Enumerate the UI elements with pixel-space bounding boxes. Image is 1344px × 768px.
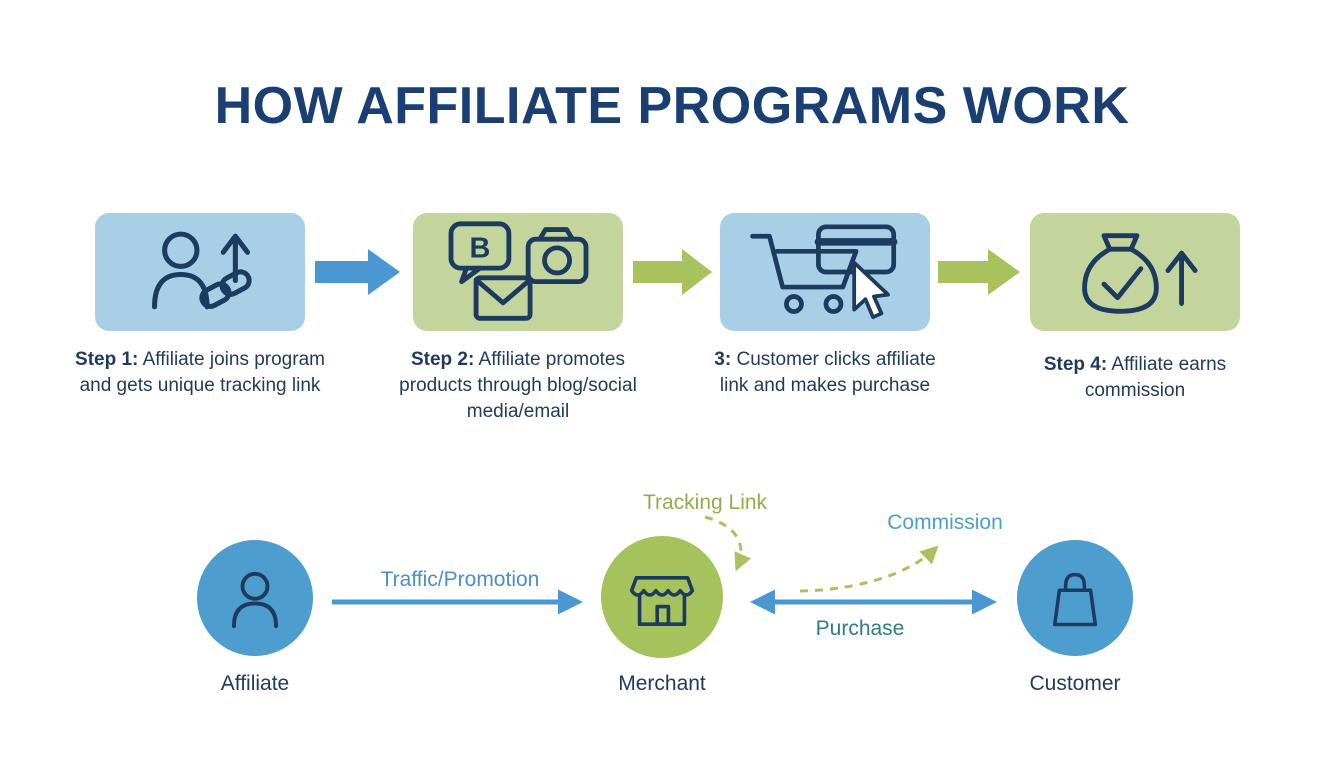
step-4-caption-text: Affiliate earns commission: [1084, 354, 1227, 402]
shopping-bag-icon: [1052, 572, 1098, 627]
step-arrow-1: [315, 249, 400, 295]
cart-click-purchase-icon: [750, 224, 898, 320]
page-title: HOW AFFILIATE PROGRAMS WORK: [214, 77, 1130, 135]
step-2-caption-text: Affiliate promotes products through blog…: [399, 349, 637, 423]
blog-social-email-icon: B: [448, 221, 588, 321]
step-1-box: [95, 213, 305, 331]
step-1-caption: Step 1: Affiliate joins program and gets…: [75, 347, 325, 399]
customer-node: [1017, 540, 1133, 656]
step-4-box: [1030, 213, 1240, 331]
affiliate-node-label: Affiliate: [220, 672, 290, 695]
affiliate-node: [197, 540, 313, 656]
storefront-icon: [629, 576, 695, 626]
money-bag-earnings-icon: [1082, 232, 1198, 314]
affiliate-join-link-icon: [152, 231, 252, 310]
svg-text:B: B: [469, 233, 490, 265]
step-2-box: B: [413, 213, 623, 331]
step-1-caption-text: Affiliate joins program and gets unique …: [79, 349, 325, 397]
step-2-caption: Step 2: Affiliate promotes products thro…: [390, 347, 646, 426]
purchase-label: Purchase: [815, 617, 905, 640]
tracking-link-label: Tracking Link: [642, 491, 768, 514]
step-1-caption-prefix: Step 1:: [75, 349, 139, 370]
merchant-node: [601, 536, 723, 658]
customer-node-label: Customer: [1029, 672, 1121, 695]
step-arrow-2: [633, 249, 712, 295]
step-3-caption-prefix: 3:: [714, 349, 732, 370]
step-2-caption-prefix: Step 2:: [410, 349, 475, 370]
step-3-caption: 3: Customer clicks affiliate link and ma…: [705, 347, 945, 399]
step-3-caption-text: Customer clicks affiliate link and makes…: [719, 349, 936, 397]
commission-curve: [799, 545, 939, 593]
step-4-caption: Step 4: Affiliate earns commission: [1010, 352, 1260, 404]
step-4-caption-prefix: Step 4:: [1043, 354, 1108, 375]
commission-label: Commission: [887, 511, 1003, 534]
person-icon: [231, 571, 279, 629]
traffic-promotion-label: Traffic/Promotion: [380, 568, 540, 591]
merchant-node-label: Merchant: [618, 672, 706, 695]
step-arrow-3: [938, 249, 1020, 295]
step-3-box: [720, 213, 930, 331]
